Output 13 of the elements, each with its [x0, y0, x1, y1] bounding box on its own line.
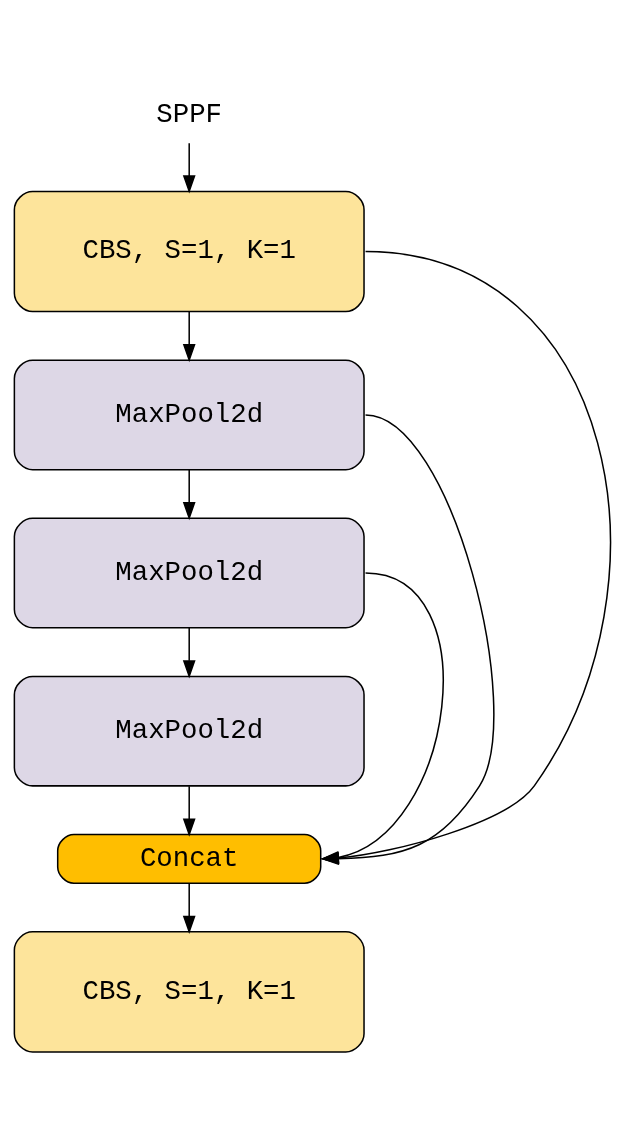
arrow: [182, 142, 196, 194]
node-box: Concat: [56, 833, 322, 884]
arrow: [182, 785, 196, 837]
node-text: SPPF: [156, 98, 223, 130]
arrow: [182, 882, 196, 934]
node-box: MaxPool2d: [13, 517, 365, 629]
arrow: [182, 468, 196, 520]
node-box: MaxPool2d: [13, 358, 365, 470]
node-box: CBS, S=1, K=1: [13, 930, 365, 1053]
node-box: CBS, S=1, K=1: [13, 190, 365, 312]
arrow: [182, 626, 196, 678]
arrow: [182, 310, 196, 362]
node-box: MaxPool2d: [13, 675, 365, 787]
